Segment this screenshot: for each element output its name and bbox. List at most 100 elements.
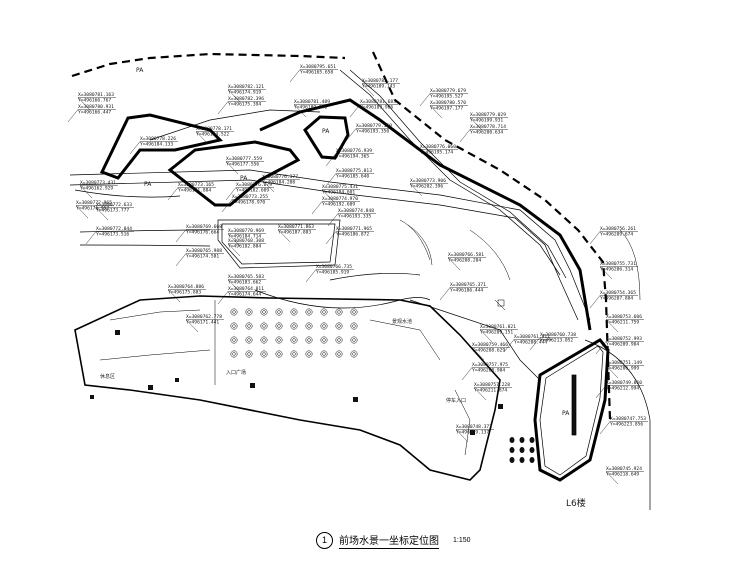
- table-icon: [232, 352, 236, 356]
- leader-line: [95, 207, 109, 221]
- coordinate-x-label: X=3080766.735: [316, 264, 352, 270]
- leader-line: [439, 287, 451, 301]
- coordinate-x-label: X=3080752.993: [606, 336, 642, 342]
- leader-line: [221, 199, 233, 213]
- leader-line: [595, 385, 607, 399]
- table-icon: [305, 308, 313, 316]
- leader-line: [589, 295, 601, 309]
- area-label: 景观水池: [392, 318, 412, 325]
- coordinate-y-label: Y=496184.208: [262, 180, 295, 186]
- table-icon: [247, 352, 251, 356]
- table-icon: [352, 338, 356, 342]
- coordinate-x-label: X=3080780.570: [430, 100, 466, 106]
- table-icon: [277, 352, 281, 356]
- coordinate-y-label: Y=496206.314: [600, 267, 633, 273]
- coordinate-y-label: Y=496193.335: [338, 214, 371, 220]
- table-icon: [350, 308, 358, 316]
- table-icon: [337, 338, 341, 342]
- coordinate-x-label: X=3080779.029: [470, 112, 506, 118]
- leader-line: [225, 161, 239, 175]
- coordinate-x-label: X=3080781.163: [78, 92, 114, 98]
- coordinate-x-label: X=3080773.431: [80, 180, 116, 186]
- table-icon: [262, 352, 266, 356]
- coordinate-x-label: X=3080764.811: [228, 286, 264, 292]
- coordinate-y-label: Y=496207.804: [600, 296, 633, 302]
- leader-line: [185, 319, 199, 333]
- zone-label: PA: [322, 128, 330, 135]
- table-icon: [320, 336, 328, 344]
- table-icon: [275, 336, 283, 344]
- coordinate-x-label: X=3080748.372: [456, 424, 492, 430]
- leader-line: [461, 367, 473, 381]
- building-footprint: [74, 295, 501, 481]
- coordinate-x-label: X=3080782.177: [362, 78, 398, 84]
- leader-line: [129, 141, 141, 155]
- table-icon: [262, 324, 266, 328]
- table-icon: [262, 310, 266, 314]
- table-icon: [292, 352, 296, 356]
- coordinate-y-label: Y=496202.396: [410, 184, 443, 190]
- table-icon: [247, 338, 251, 342]
- coordinate-x-label: X=3080769.668: [186, 224, 222, 230]
- coordinate-x-label: X=3080756.261: [600, 226, 636, 232]
- coordinate-y-label: Y=496187.883: [278, 230, 311, 236]
- table-icon: [337, 324, 341, 328]
- coordinate-x-label: X=3080773.906: [410, 178, 446, 184]
- coordinate-x-label: X=3080766.581: [448, 252, 484, 258]
- coordinate-y-label: Y=496195.174: [420, 150, 453, 156]
- coordinate-y-label: Y=496211.874: [474, 388, 507, 394]
- coordinate-x-label: X=3080759.466: [472, 342, 508, 348]
- coordinate-y-label: Y=496181.884: [178, 188, 211, 194]
- coordinate-x-label: X=3080773.165: [178, 182, 214, 188]
- coordinate-y-label: Y=496166.447: [78, 110, 111, 116]
- table-icon: [322, 352, 326, 356]
- table-icon: [277, 324, 281, 328]
- coordinate-y-label: Y=496175.883: [168, 290, 201, 296]
- table-icon: [335, 322, 343, 330]
- table-icon: [262, 338, 266, 342]
- area-label: 停车入口: [446, 397, 466, 404]
- coordinate-x-label: X=3080773.255: [232, 194, 268, 200]
- table-icon: [290, 322, 298, 330]
- leader-line: [261, 179, 275, 193]
- leader-line: [599, 421, 611, 435]
- table-icon: [350, 350, 358, 358]
- water-feature-inner-lines: [217, 219, 604, 476]
- coordinate-y-label: Y=496173.516: [96, 232, 129, 238]
- coordinate-x-label: X=3080778.226: [140, 136, 176, 142]
- leader-line: [277, 229, 291, 243]
- coordinate-x-label: X=3080754.365: [600, 290, 636, 296]
- furniture-grid: [230, 308, 358, 358]
- table-icon: [292, 324, 296, 328]
- table-icon: [320, 308, 328, 316]
- coordinate-y-label: Y=496178.970: [232, 200, 265, 206]
- coordinate-x-label: X=3080776.060: [420, 144, 456, 150]
- coordinate-x-label: X=3080772.044: [96, 226, 132, 232]
- coordinate-x-label: X=3080757.975: [472, 362, 508, 368]
- coordinate-x-label: X=3080771.965: [336, 226, 372, 232]
- table-icon: [352, 324, 356, 328]
- leader-line: [529, 337, 541, 351]
- leader-line: [289, 69, 301, 83]
- table-icon: [245, 336, 253, 344]
- building-label: L6楼: [566, 497, 586, 509]
- coordinate-x-label: X=3080771.863: [278, 224, 314, 230]
- zone-label: PA: [562, 410, 570, 417]
- zone-label: PA: [136, 67, 144, 74]
- coordinate-x-label: X=3080774.848: [338, 208, 374, 214]
- area-label: 入口广场: [226, 369, 246, 376]
- table-icon: [320, 322, 328, 330]
- coordinate-y-label: Y=496184.601: [322, 190, 355, 196]
- table-icon: [305, 336, 313, 344]
- coordinate-y-label: Y=496174.919: [228, 90, 261, 96]
- coordinate-x-label: X=3080765.583: [228, 274, 264, 280]
- coordinate-y-label: Y=496184.522: [196, 132, 229, 138]
- leader-line: [605, 365, 619, 379]
- table-icon: [305, 322, 313, 330]
- table-icon: [290, 336, 298, 344]
- coordinate-y-label: Y=496165.658: [300, 70, 333, 76]
- coordinate-x-label: X=3080779.159: [356, 123, 392, 129]
- coordinate-x-label: X=3080781.683: [360, 99, 396, 105]
- table-icon: [322, 324, 326, 328]
